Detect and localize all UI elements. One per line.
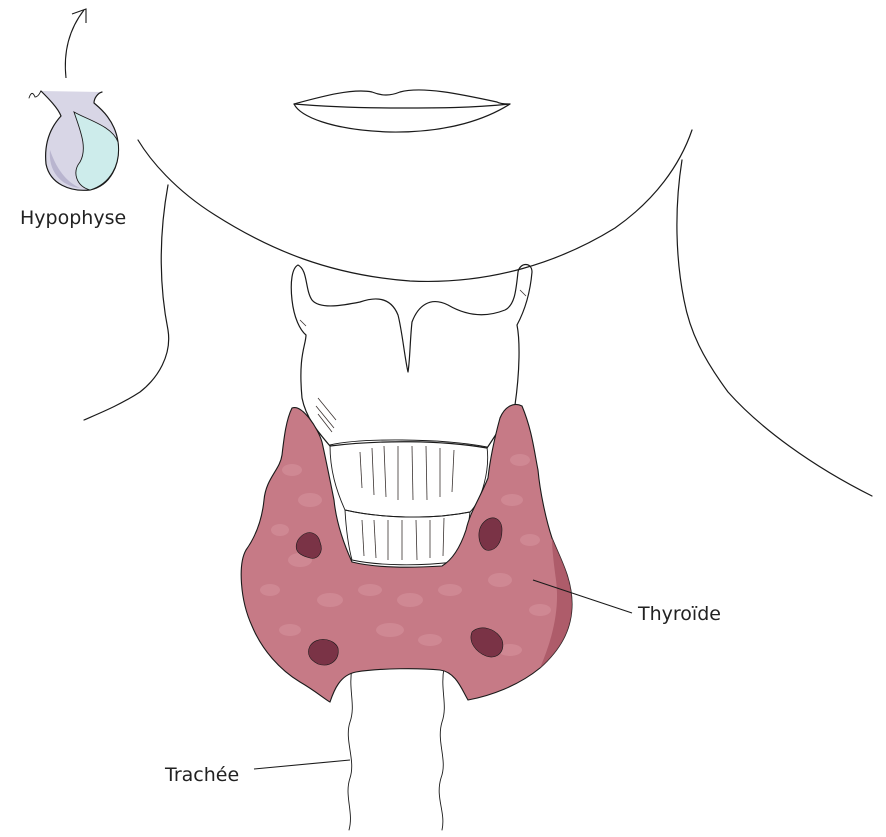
trachea-ring-lower xyxy=(345,510,470,565)
neck-outline xyxy=(84,130,872,496)
trachea-left-wall xyxy=(348,668,352,830)
thyroid-label: Thyroïde xyxy=(637,603,721,625)
trachea-ring-upper xyxy=(330,440,488,517)
pituitary-arrow xyxy=(65,9,86,78)
pituitary-label: Hypophyse xyxy=(20,207,126,229)
trachea-label: Trachée xyxy=(164,764,239,786)
pituitary-gland xyxy=(29,91,118,190)
upper-lip xyxy=(294,90,510,108)
trachea-right-wall xyxy=(439,668,444,830)
cartilage-hatching xyxy=(300,290,526,432)
thyroid-cartilage xyxy=(291,265,532,449)
neck-right-contour xyxy=(677,160,872,496)
trachea-tube xyxy=(348,668,444,830)
trachea-hatching xyxy=(360,446,454,560)
lips xyxy=(294,90,510,132)
thyroid-gland xyxy=(241,405,572,703)
pituitary-stalk-left xyxy=(29,91,41,98)
trachea-leader-line xyxy=(254,760,350,769)
arrow-head-icon xyxy=(72,9,86,23)
thyroid-gland-body xyxy=(241,405,572,703)
arrow-shaft xyxy=(65,10,84,78)
jaw-line xyxy=(138,130,692,281)
